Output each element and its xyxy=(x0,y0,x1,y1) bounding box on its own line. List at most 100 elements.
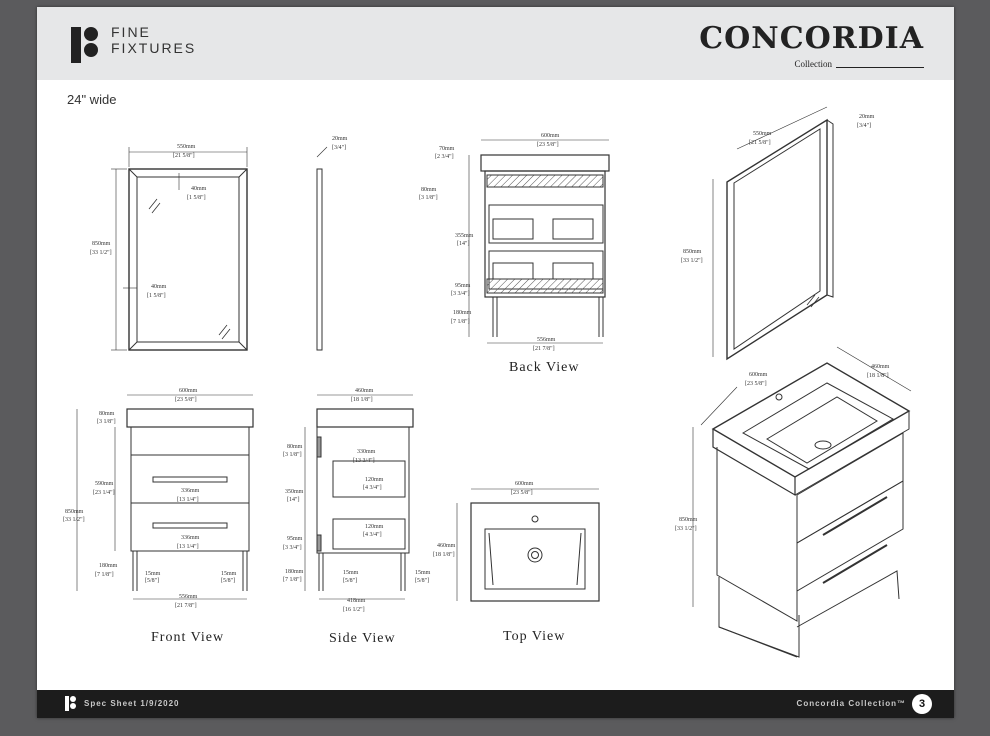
dim-back-b: 355mm xyxy=(455,233,474,239)
dim-back-width-in: [23 5/8"] xyxy=(537,142,559,148)
dim-back-b-in: [14"] xyxy=(457,241,469,247)
mirror-side-drawing xyxy=(316,146,328,351)
dim-iso-depth-in: [18 1/8"] xyxy=(867,373,889,379)
dim-side-inset-left: 15mm xyxy=(343,570,359,576)
dim-handle-2-in: [13 1/4"] xyxy=(177,544,199,550)
dim-iso-mirror-height: 850mm xyxy=(683,249,702,255)
dim-mirror-depth: 20mm xyxy=(332,136,348,142)
dim-side-h2-in: [4 3/4"] xyxy=(363,532,382,538)
front-view-drawing xyxy=(76,394,254,600)
collection-subtitle: Collection xyxy=(794,59,833,69)
iso-mirror-drawing xyxy=(712,106,834,361)
dim-front-total-in: [33 1/2"] xyxy=(63,517,85,523)
mirror-front-drawing xyxy=(111,147,248,351)
top-view-drawing xyxy=(456,488,600,602)
dim-front-top: 80mm xyxy=(99,411,115,417)
dim-iso-mirror-width-in: [21 5/8"] xyxy=(749,140,771,146)
dim-side-a-in: [3 1/8"] xyxy=(283,452,302,458)
dim-iso-height-in: [33 1/2"] xyxy=(675,526,697,532)
dim-frame-side: 40mm xyxy=(151,284,167,290)
page-header: FINE FIXTURES CONCORDIA Collection xyxy=(37,7,954,80)
dim-back-top: 70mm xyxy=(439,146,455,152)
dim-side-c-in: [3 3/4"] xyxy=(283,545,302,551)
side-view-label: Side View xyxy=(329,631,396,646)
dim-mirror-width: 550mm xyxy=(177,144,196,150)
dim-front-total: 850mm xyxy=(65,509,84,515)
fine-fixtures-logo-icon xyxy=(71,27,98,63)
dim-side-inset-left-in: [5/8"] xyxy=(343,578,357,584)
dim-iso-height: 850mm xyxy=(679,517,698,523)
dim-side-c: 95mm xyxy=(287,536,303,542)
dim-front-inset-left: 15mm xyxy=(145,571,161,577)
dim-front-inset-left-in: [5/8"] xyxy=(145,578,159,584)
dim-front-inset-right-in: [5/8"] xyxy=(221,578,235,584)
dim-frame-top: 40mm xyxy=(191,186,207,192)
dim-front-base-in: [21 7/8"] xyxy=(175,603,197,609)
brand-name: FINE FIXTURES xyxy=(111,24,196,56)
dim-back-c-in: [3 3/4"] xyxy=(451,291,470,297)
dim-front-leg-in: [7 1/8"] xyxy=(95,572,114,578)
dim-frame-side-in: [1 5/8"] xyxy=(147,293,166,299)
dim-front-top-in: [3 1/8"] xyxy=(97,419,116,425)
dim-back-top-in: [2 3/4"] xyxy=(435,154,454,160)
dim-back-c: 95mm xyxy=(455,283,471,289)
brand-line-2: FIXTURES xyxy=(111,40,197,56)
dim-front-base: 556mm xyxy=(179,594,198,600)
dim-front-body-in: [23 1/4"] xyxy=(93,490,115,496)
dim-side-width-in: [18 1/8"] xyxy=(351,397,373,403)
dim-side-h1-in: [4 3/4"] xyxy=(363,485,382,491)
dim-iso-mirror-height-in: [33 1/2"] xyxy=(681,258,703,264)
dim-back-base-in: [21 7/8"] xyxy=(533,346,555,352)
dim-top-width-in: [23 5/8"] xyxy=(511,490,533,496)
dim-mirror-height: 850mm xyxy=(92,241,111,247)
top-view-label: Top View xyxy=(503,629,565,644)
dim-handle: 336mm xyxy=(181,488,200,494)
footer-collection-name: Concordia Collection™ xyxy=(796,699,906,708)
dim-side-b-in: [14"] xyxy=(287,497,299,503)
dim-back-a: 80mm xyxy=(421,187,437,193)
dim-handle-in: [13 1/4"] xyxy=(177,497,199,503)
dim-iso-mirror-depth-in: [3/4"] xyxy=(857,123,871,129)
dim-iso-mirror-depth: 20mm xyxy=(859,114,875,120)
dim-top-depth-in: [18 1/8"] xyxy=(433,552,455,558)
dim-mirror-depth-in: [3/4"] xyxy=(332,145,346,151)
dim-side-leg: 180mm xyxy=(285,569,304,575)
dim-side-drawer-in: [13 3/4"] xyxy=(353,458,375,464)
dim-mirror-width-in: [21 5/8"] xyxy=(173,153,195,159)
dim-back-d-in: [7 1/8"] xyxy=(451,319,470,325)
dim-iso-depth: 460mm xyxy=(871,364,890,370)
dim-frame-top-in: [1 5/8"] xyxy=(187,195,206,201)
back-view-label: Back View xyxy=(509,360,580,375)
dim-side-inset-right-in: [5/8"] xyxy=(415,578,429,584)
dim-side-h2: 120mm xyxy=(365,524,384,530)
dim-side-base: 418mm xyxy=(347,598,366,604)
dim-front-body: 590mm xyxy=(95,481,114,487)
dim-mirror-height-in: [33 1/2"] xyxy=(90,250,112,256)
footer-logo-icon xyxy=(65,696,76,711)
dim-side-drawer: 330mm xyxy=(357,449,376,455)
back-view-drawing xyxy=(468,139,610,344)
page-number-badge: 3 xyxy=(912,694,932,714)
dim-back-d: 180mm xyxy=(453,310,472,316)
dim-front-inset-right: 15mm xyxy=(221,571,237,577)
dim-top-width: 600mm xyxy=(515,481,534,487)
front-view-label: Front View xyxy=(151,630,224,645)
dim-side-base-in: [16 1/2"] xyxy=(343,607,365,613)
dim-iso-mirror-width: 550mm xyxy=(753,131,772,137)
dim-side-inset-right: 15mm xyxy=(415,570,431,576)
dim-side-a: 80mm xyxy=(287,444,303,450)
size-subtitle: 24" wide xyxy=(67,92,117,107)
dim-back-base: 556mm xyxy=(537,337,556,343)
dim-top-depth: 460mm xyxy=(437,543,456,549)
dim-side-h1: 120mm xyxy=(365,477,384,483)
dim-front-width: 600mm xyxy=(179,388,198,394)
spec-sheet-page: FINE FIXTURES CONCORDIA Collection 24" w… xyxy=(37,7,954,718)
dim-back-a-in: [3 1/8"] xyxy=(419,195,438,201)
iso-vanity-drawing xyxy=(692,346,912,658)
dim-side-width: 460mm xyxy=(355,388,374,394)
dim-side-leg-in: [7 1/8"] xyxy=(283,577,302,583)
dim-front-leg: 180mm xyxy=(99,563,118,569)
page-footer: Spec Sheet 1/9/2020 Concordia Collection… xyxy=(37,690,954,718)
collection-title: CONCORDIA xyxy=(699,21,924,56)
spec-sheet-date: Spec Sheet 1/9/2020 xyxy=(84,699,180,708)
